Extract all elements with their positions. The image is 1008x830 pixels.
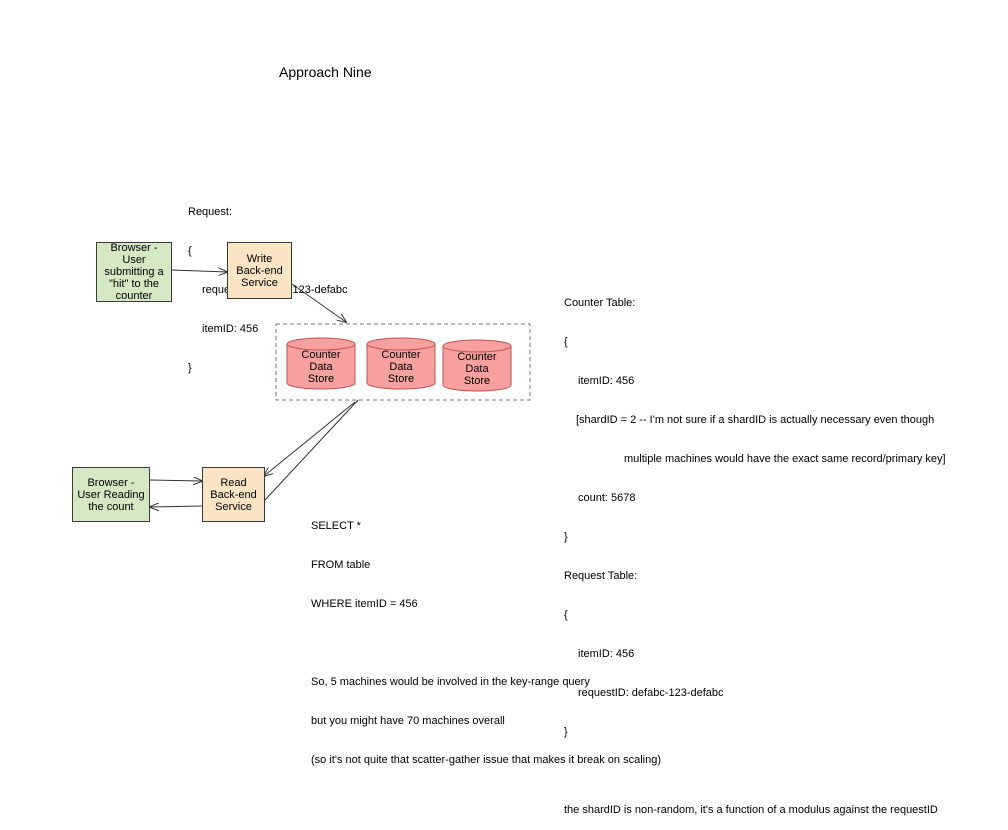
counter-count: count: 5678	[578, 492, 636, 504]
database-icon	[366, 337, 436, 390]
counter-shard-line1: [shardID = 2 -- I'm not sure if a shardI…	[576, 414, 935, 426]
read-service-box[interactable]: Read Back-end Service	[202, 467, 265, 522]
request-close-brace: }	[188, 362, 192, 374]
arrow-browser-to-read	[149, 480, 202, 481]
shard-note: the shardID is non-random, it's a functi…	[564, 804, 938, 816]
counter-open-brace: {	[564, 336, 568, 348]
query-from: FROM table	[311, 559, 371, 571]
database-icon	[286, 337, 356, 390]
query-where: WHERE itemID = 456	[311, 598, 418, 610]
arrow-browser-to-write	[171, 270, 227, 272]
counter-data-store-1[interactable]: Counter Data Store	[286, 337, 356, 391]
request-line-itemid: itemID: 456	[202, 323, 259, 335]
request-heading: Request:	[188, 206, 233, 218]
query-note: SELECT * FROM table WHERE itemID = 456 S…	[311, 494, 661, 780]
arrow-stores-to-read-b	[264, 399, 359, 501]
query-select: SELECT *	[311, 520, 361, 532]
counter-itemid: itemID: 456	[578, 375, 635, 387]
counter-data-store-2[interactable]: Counter Data Store	[366, 337, 436, 391]
counter-table-heading: Counter Table:	[564, 297, 636, 309]
arrow-read-to-browser	[150, 506, 203, 507]
query-explain-1: So, 5 machines would be involved in the …	[311, 676, 590, 688]
store-group-border	[275, 323, 531, 401]
page-title: Approach Nine	[279, 64, 372, 80]
request-table-open-brace: {	[564, 609, 568, 621]
store-label: Counter Data Store	[381, 349, 421, 385]
query-explain-2: but you might have 70 machines overall	[311, 715, 505, 727]
write-service-box[interactable]: Write Back-end Service	[227, 242, 292, 299]
query-explain-3: (so it's not quite that scatter-gather i…	[311, 754, 661, 766]
arrow-stores-to-read-a	[264, 401, 356, 476]
database-icon	[442, 339, 512, 392]
store-label: Counter Data Store	[301, 349, 341, 385]
arrow-write-to-stores	[291, 283, 346, 322]
store-label: Counter Data Store	[457, 351, 497, 387]
request-table-heading: Request Table:	[564, 570, 638, 582]
request-table-itemid: itemID: 456	[578, 648, 635, 660]
connector-lines	[0, 0, 531, 691]
request-open-brace: {	[188, 245, 192, 257]
counter-close-brace: }	[564, 531, 568, 543]
counter-shard-line2: multiple machines would have the exact s…	[624, 453, 946, 465]
browser-read-box[interactable]: Browser - User Reading the count	[72, 467, 150, 522]
browser-write-box[interactable]: Browser - User submitting a "hit" to the…	[96, 242, 172, 302]
counter-data-store-3[interactable]: Counter Data Store	[442, 339, 512, 393]
